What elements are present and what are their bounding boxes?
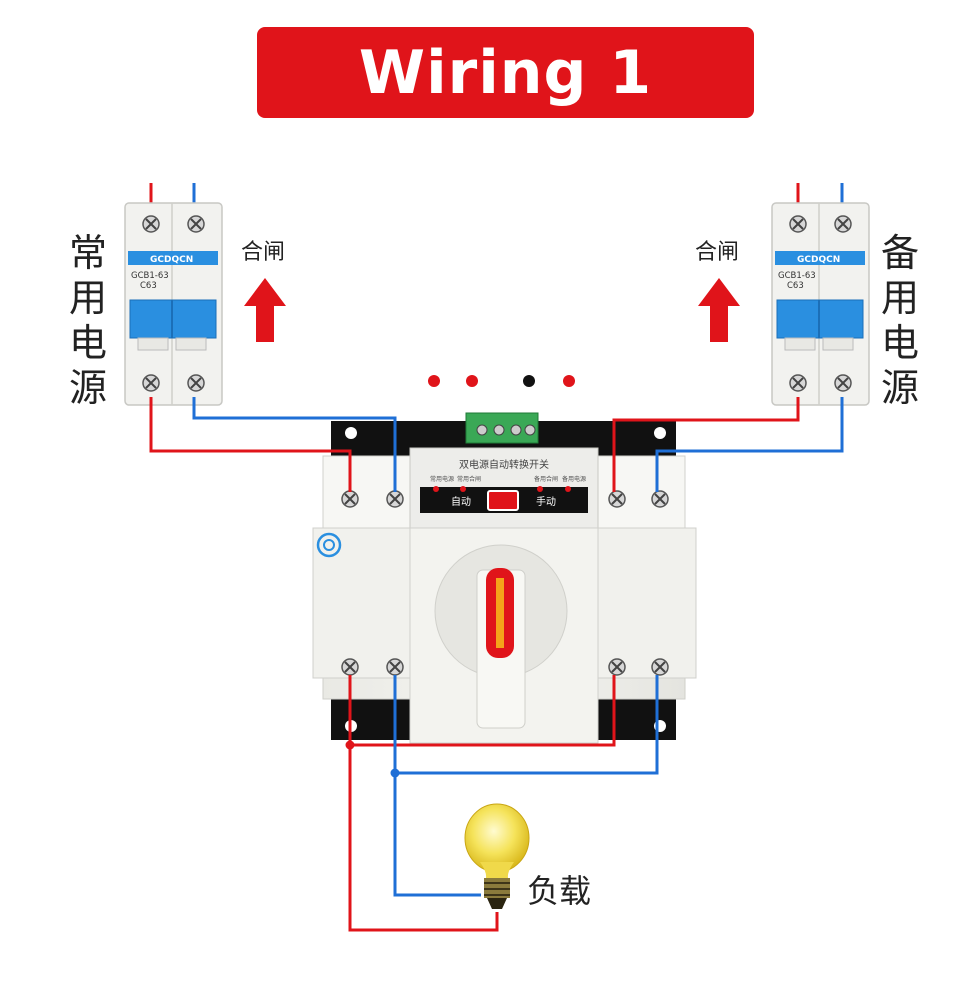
screw-icon (834, 215, 852, 233)
bulb-icon (464, 803, 530, 909)
wires-backup-supply (612, 397, 844, 492)
right-breaker (771, 202, 870, 406)
title-banner: Wiring 1 (257, 27, 754, 118)
right-breaker-model: GCB1-63 (778, 271, 816, 281)
switch-title: 双电源自动转换开关 (459, 458, 549, 471)
mode-auto-label: 自动 (451, 495, 471, 508)
screw-icon (187, 374, 205, 392)
indicator-backup-close: 备用合闸 (534, 475, 558, 483)
screw-icon (386, 490, 404, 508)
screw-icon (341, 490, 359, 508)
close-label-left: 合闸 (241, 240, 286, 265)
screw-icon (386, 658, 404, 676)
transfer-switch (312, 412, 697, 744)
left-breaker (124, 202, 223, 406)
banner-title: Wiring 1 (358, 37, 653, 108)
screw-icon (608, 490, 626, 508)
indicator-dots (428, 375, 575, 387)
right-breaker-rating: C63 (787, 281, 804, 291)
arrow-up-icon (244, 278, 286, 342)
left-breaker-rating: C63 (140, 281, 157, 291)
screw-icon (608, 658, 626, 676)
mode-manual-label: 手动 (536, 495, 556, 508)
screw-icon (789, 374, 807, 392)
screw-icon (789, 215, 807, 233)
load-label: 负载 (527, 872, 592, 910)
left-breaker-brand: GCDQCN (150, 255, 193, 265)
screw-icon (651, 490, 669, 508)
arrow-up-icon (698, 278, 740, 342)
wire-junctions (345, 740, 400, 778)
screw-icon (142, 374, 160, 392)
screw-icon (651, 658, 669, 676)
screw-icon (834, 374, 852, 392)
close-label-right: 合闸 (695, 240, 740, 265)
indicator-normal-power: 常用电源 (430, 475, 454, 483)
normal-power-label: 常 用 电 源 (68, 231, 107, 410)
wires-normal-supply (149, 397, 397, 492)
indicator-normal-close: 常用合闸 (457, 475, 481, 483)
indicator-backup-power: 备用电源 (562, 475, 586, 483)
screw-icon (142, 215, 160, 233)
left-breaker-model: GCB1-63 (131, 271, 169, 281)
ccc-logo-icon (316, 532, 342, 558)
screw-icon (341, 658, 359, 676)
right-breaker-brand: GCDQCN (797, 255, 840, 265)
wires-output-load (348, 675, 659, 932)
screw-icon (187, 215, 205, 233)
backup-power-label: 备 用 电 源 (880, 231, 919, 410)
